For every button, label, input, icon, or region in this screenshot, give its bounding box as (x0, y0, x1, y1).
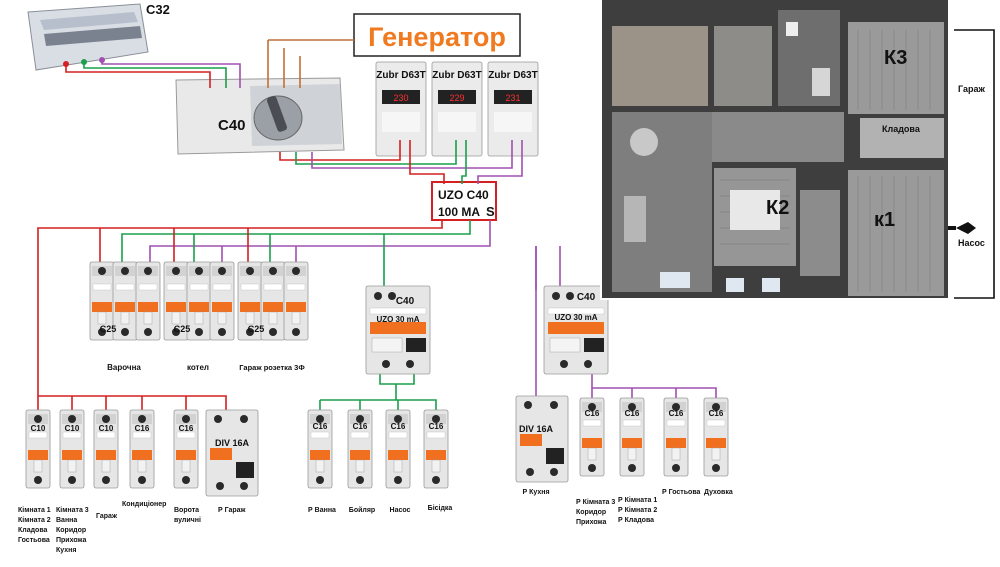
mid-4-rating: C16 (429, 422, 444, 431)
right-3-line-1: Р Гостьова (662, 489, 701, 496)
mid-1-name: Р Ванна (308, 507, 336, 514)
left-3-rating: C10 (99, 424, 114, 433)
left-1-rating: C10 (31, 424, 46, 433)
main-uzo-mark: S (486, 204, 495, 219)
right-div-name: Р Кухня (522, 489, 549, 496)
c25-1-rating: C25 (100, 324, 117, 334)
main-uzo-line2: 100 MA (438, 205, 480, 219)
breaker-left-4 (129, 409, 155, 489)
floor-plan (600, 0, 1000, 300)
c32-breaker (27, 3, 149, 71)
right-4-line-1: Духовка (704, 489, 733, 496)
relay-1-display: 230 (393, 93, 408, 103)
left-5-line-1: Ворота (174, 507, 199, 514)
mid-3-rating: C16 (391, 422, 406, 431)
left-1-line-1: Кімната 1 (18, 506, 51, 514)
voltage-relay-3 (487, 61, 539, 157)
rcd-2-rating: C40 (577, 292, 596, 303)
left-2-line-2: Ванна (56, 517, 77, 524)
c40-transfer-switch (175, 77, 345, 155)
room-k2: К2 (766, 197, 789, 219)
left-3-line-1: Гараж (96, 513, 118, 520)
left-2-rating: C10 (65, 424, 80, 433)
c32-label: C32 (146, 2, 170, 17)
mid-2-name: Бойляр (349, 506, 375, 514)
left-2-line-1: Кімната 3 (56, 506, 89, 514)
c40-switch-label: C40 (218, 117, 246, 134)
relay-3-display: 231 (505, 93, 520, 103)
left-div-rating: DIV 16A (215, 438, 250, 448)
pump-label: Насос (958, 238, 985, 248)
relay-2-label: Zubr D63T (432, 70, 481, 81)
left-div-name: Р Гараж (218, 507, 247, 514)
rcd-1-name: UZO 30 mA (376, 315, 419, 324)
right-1-rating: C16 (585, 409, 600, 418)
garage-label: Гараж (958, 84, 985, 94)
voltage-relay-1 (375, 61, 427, 157)
main-uzo-line1: UZO C40 (438, 188, 489, 202)
right-2-line-2: Р Кімната 2 (618, 506, 657, 514)
c25-2-name: котел (187, 363, 209, 372)
right-1-line-2: Коридор (576, 509, 606, 516)
right-2-line-1: Р Кімната 1 (618, 496, 657, 504)
relay-3-label: Zubr D63T (488, 70, 537, 81)
right-div-rating: DIV 16A (519, 424, 554, 434)
left-4-rating: C16 (135, 424, 150, 433)
left-4-line-1: Кондиціонер (122, 500, 166, 508)
right-3-rating: C16 (669, 409, 684, 418)
storage-label: Кладова (882, 124, 921, 134)
mid-1-rating: C16 (313, 422, 328, 431)
generator-box (353, 13, 521, 57)
left-1-line-4: Гостьова (18, 537, 50, 544)
right-1-line-1: Р Кімната 3 (576, 498, 615, 506)
breaker-left-2 (59, 409, 85, 489)
c25-1-name: Варочна (107, 363, 141, 372)
left-1-line-2: Кімната 2 (18, 516, 51, 524)
room-k3: К3 (884, 47, 907, 69)
c25-3-name: Гараж розетка 3Ф (239, 363, 305, 372)
rcd-2-name: UZO 30 mA (554, 313, 597, 322)
pump-icon (948, 222, 976, 234)
rcd-1-rating: C40 (396, 296, 415, 307)
room-k1: к1 (874, 209, 895, 231)
generator-label: Генератор (368, 22, 506, 52)
left-2-line-5: Кухня (56, 547, 76, 554)
left-1-line-3: Кладова (18, 527, 48, 534)
right-1-line-3: Прихожа (576, 519, 607, 526)
left-5-rating: C16 (179, 424, 194, 433)
breaker-left-3 (93, 409, 119, 489)
breaker-left-5 (173, 409, 199, 489)
left-2-line-3: Коридор (56, 527, 86, 534)
right-2-line-3: Р Кладова (618, 517, 654, 524)
div-right (515, 395, 569, 483)
mid-2-rating: C16 (353, 422, 368, 431)
c25-2-rating: C25 (174, 324, 191, 334)
div-left (205, 409, 259, 497)
left-5-line-2: вуличні (174, 516, 201, 524)
right-2-rating: C16 (625, 409, 640, 418)
wires (37, 39, 717, 410)
mid-4-name: Бісідка (428, 504, 453, 512)
breaker-left-1 (25, 409, 51, 489)
c25-3-rating: C25 (248, 324, 265, 334)
right-4-rating: C16 (709, 409, 724, 418)
main-uzo-box (431, 181, 497, 221)
relay-2-display: 229 (449, 93, 464, 103)
voltage-relay-2 (431, 61, 483, 157)
left-2-line-4: Прихожа (56, 537, 87, 544)
relay-1-label: Zubr D63T (376, 70, 425, 81)
mid-3-name: Насос (390, 507, 411, 514)
